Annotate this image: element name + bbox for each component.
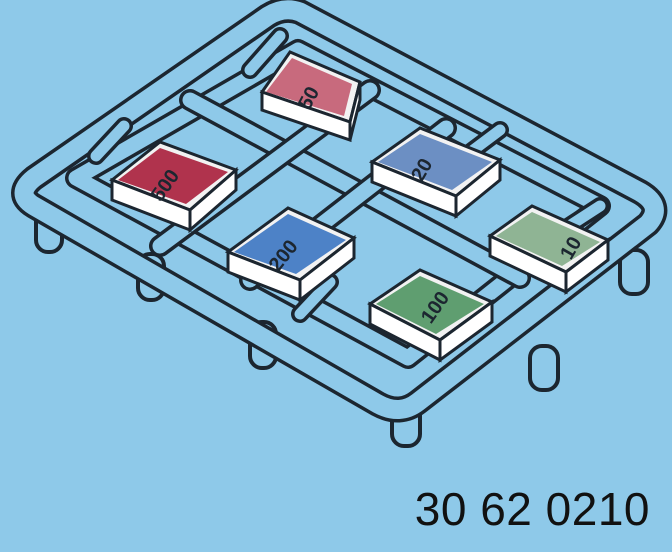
banknote-stack: 500 bbox=[109, 140, 239, 234]
banknote-stack: 50 bbox=[259, 50, 362, 143]
banknote-stack: 20 bbox=[368, 126, 503, 220]
banknote-stack: 100 bbox=[367, 268, 495, 363]
rack-leg bbox=[528, 344, 560, 392]
banknote-stack: 200 bbox=[224, 206, 357, 304]
product-code: 30 62 0210 bbox=[414, 483, 650, 535]
banknote-stack: 10 bbox=[487, 204, 611, 296]
